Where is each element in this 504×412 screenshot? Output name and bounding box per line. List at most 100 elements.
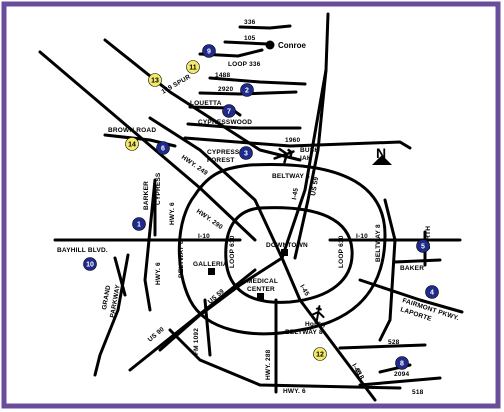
marker-1[interactable]: 1 — [132, 217, 146, 231]
svg-text:10: 10 — [86, 262, 94, 269]
label-518-b: 518 — [412, 389, 424, 396]
label-528: 528 — [388, 339, 400, 346]
svg-text:3: 3 — [244, 151, 248, 158]
label-us90: US 90 — [147, 326, 166, 344]
road-i45-north — [280, 12, 330, 260]
airplane-icon-bush — [273, 147, 295, 164]
label-i10-right: I-10 — [356, 233, 368, 240]
marker-4[interactable]: 4 — [425, 285, 439, 299]
marker-11[interactable]: 11 — [186, 60, 200, 74]
place-cypresswood: CYPRESSWOOD — [198, 119, 252, 126]
place-brown-road: BROWN ROAD — [108, 127, 156, 134]
place-medical-center-line2: CENTER — [247, 286, 275, 293]
svg-text:4: 4 — [430, 290, 434, 297]
place-barker: BARKER — [143, 181, 150, 210]
road-528 — [338, 343, 427, 350]
medical-center-square — [257, 293, 264, 300]
marker-2[interactable]: 2 — [240, 83, 254, 97]
label-beltway8-top: BELTWAY 8 — [272, 173, 310, 180]
label-loop336: LOOP 336 — [228, 61, 261, 68]
place-galleria: GALLERIA — [193, 261, 228, 268]
road-baker — [393, 258, 442, 264]
north-arrow-icon — [372, 155, 392, 165]
label-loop610-left: LOOP 610 — [229, 235, 236, 268]
label-2920: 2920 — [218, 86, 233, 93]
marker-8[interactable]: 8 — [395, 356, 409, 370]
place-conroe: Conroe — [278, 41, 307, 50]
road-hwy6-west — [143, 178, 157, 312]
label-105: 105 — [244, 35, 256, 42]
marker-7[interactable]: 7 — [222, 104, 236, 118]
road-cypresswood — [186, 122, 302, 130]
place-cypress-forest-line1: CYPRESS — [207, 149, 240, 156]
marker-6[interactable]: 6 — [156, 141, 170, 155]
svg-text:9: 9 — [207, 49, 211, 56]
road-beltway8 — [177, 162, 387, 336]
road-i45-south — [280, 256, 377, 402]
road-1488 — [208, 76, 307, 86]
road-1960 — [183, 136, 412, 150]
label-fm1092: FM 1092 — [193, 328, 200, 355]
road-105 — [223, 40, 270, 46]
road-336 — [238, 24, 292, 30]
svg-text:5: 5 — [421, 244, 425, 251]
downtown-square — [281, 249, 288, 256]
marker-5[interactable]: 5 — [416, 239, 430, 253]
road-hwy6-south — [168, 328, 402, 390]
compass-north: N — [372, 145, 392, 165]
road-east-feeder — [378, 198, 397, 342]
place-medical-center-line1: MEDICAL — [247, 278, 278, 285]
road-fairmont — [358, 278, 464, 314]
label-us59-top: US 59 — [310, 176, 320, 196]
road-grand-parkway — [93, 253, 130, 377]
svg-text:11: 11 — [189, 65, 197, 72]
place-downtown: DOWNTOWN — [266, 242, 308, 249]
place-cypress: CYPRESS — [155, 172, 162, 205]
label-1488: 1488 — [215, 72, 230, 79]
label-beltway8-bottom: BELTWAY 8 — [285, 329, 323, 336]
place-garth: GARTH — [425, 226, 432, 250]
marker-10[interactable]: 10 — [83, 257, 97, 271]
label-hwy290: HWY. 290 — [195, 208, 224, 231]
airplane-icon-hobby — [310, 305, 325, 323]
svg-text:7: 7 — [227, 109, 231, 116]
label-i10-left: I-10 — [198, 233, 210, 240]
label-2094: 2094 — [394, 371, 409, 378]
label-i45-mid: I-45 — [298, 284, 310, 298]
label-518-a: 518 — [353, 368, 365, 382]
svg-text:12: 12 — [316, 352, 324, 359]
marker-3[interactable]: 3 — [239, 146, 253, 160]
label-1960: 1960 — [285, 137, 300, 144]
road-fm1092 — [203, 298, 212, 357]
marker-13[interactable]: 13 — [148, 73, 162, 87]
place-hobby: Hobby — [305, 321, 326, 328]
markers: 1 2 3 4 5 6 7 8 9 10 11 12 13 14 — [83, 44, 439, 370]
place-bush-line2: IAH — [300, 155, 312, 162]
svg-text:1: 1 — [137, 222, 141, 229]
place-baker: BAKER — [400, 265, 424, 272]
place-cypress-forest-line2: FOREST — [207, 157, 235, 164]
label-149-spur: 149 SPUR — [161, 73, 193, 95]
road-loop610 — [224, 206, 354, 304]
road-2920 — [198, 90, 298, 96]
road-us90 — [128, 268, 257, 372]
marker-12[interactable]: 12 — [313, 347, 327, 361]
svg-text:13: 13 — [151, 78, 159, 85]
label-i45-top: I-45 — [291, 187, 300, 200]
road-518 — [358, 376, 442, 387]
road-hwy249 — [148, 116, 284, 260]
place-bayhill: BAYHILL BLVD. — [57, 247, 108, 254]
marker-14[interactable]: 14 — [125, 137, 139, 151]
label-loop610-right: LOOP 610 — [338, 235, 345, 268]
conroe-dot — [265, 40, 275, 50]
label-beltway8-left: BELTWAY 8 — [178, 240, 185, 278]
label-336: 336 — [244, 19, 256, 26]
marker-9[interactable]: 9 — [202, 44, 216, 58]
label-beltway8-right: BELTWAY 8 — [375, 224, 382, 262]
place-louetta: LOUETTA — [190, 100, 222, 107]
svg-text:14: 14 — [128, 142, 136, 149]
label-hwy6-bottom: HWY. 6 — [283, 388, 306, 395]
compass-label: N — [376, 145, 386, 161]
